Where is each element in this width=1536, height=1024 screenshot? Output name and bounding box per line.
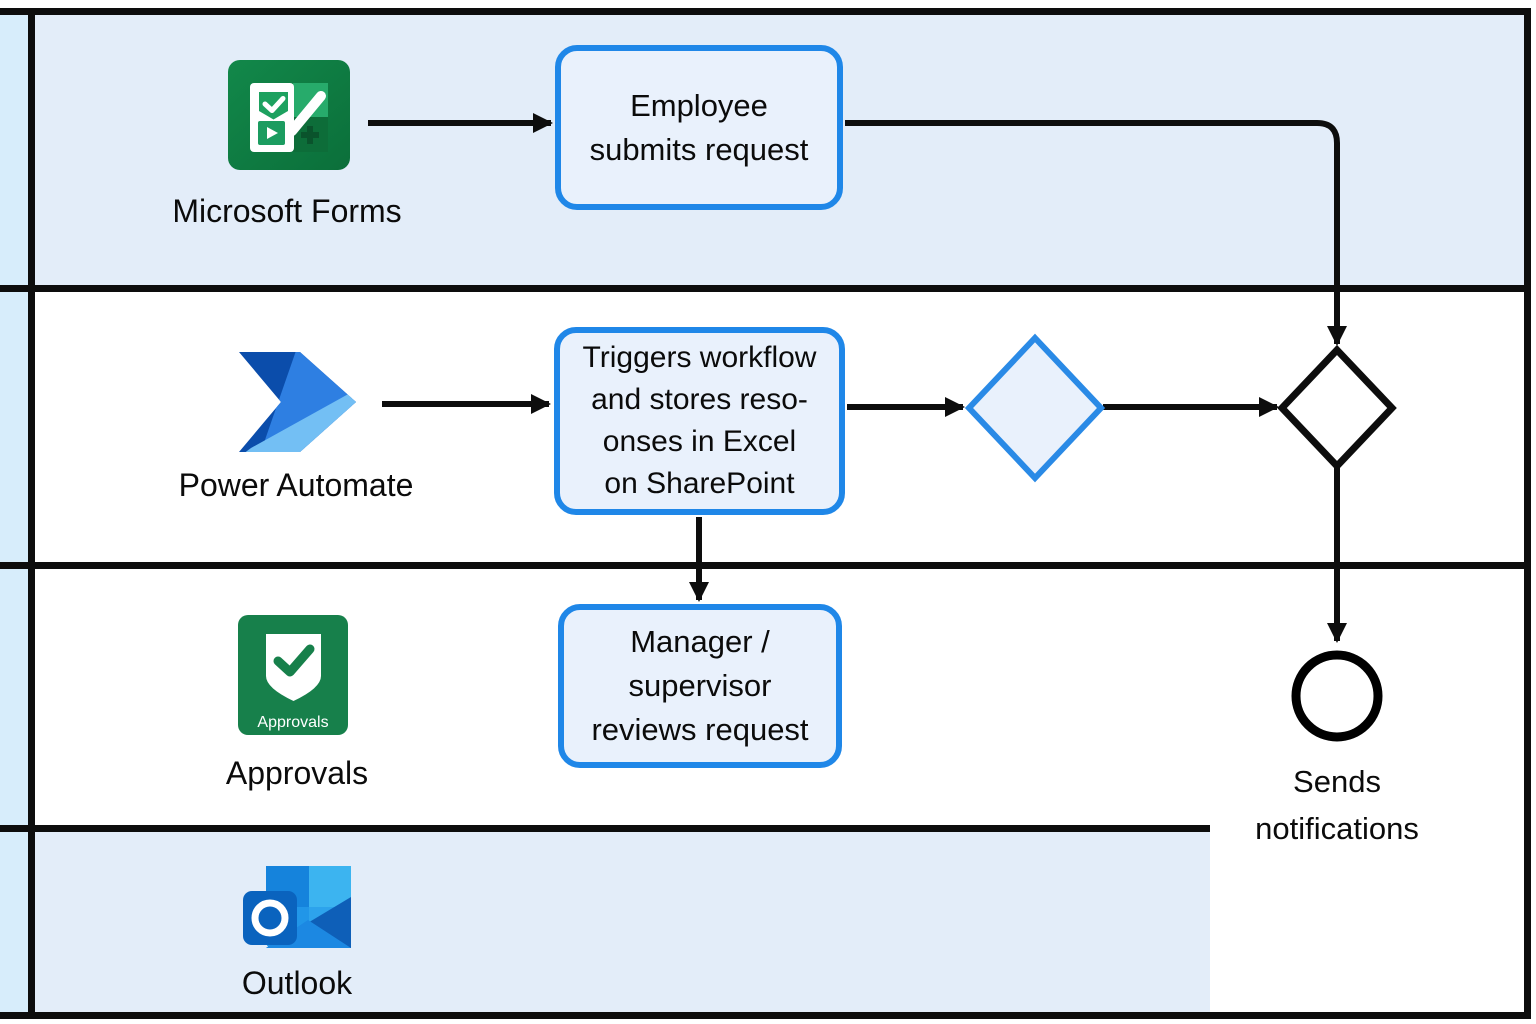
- outlook-icon: [243, 866, 351, 948]
- lane-divider-2: [0, 562, 1531, 569]
- lane-label-outlook: Outlook: [241, 965, 353, 1001]
- lane-label-approvals: Approvals: [225, 755, 369, 791]
- forms-icon-checkmark: [262, 96, 286, 113]
- pool-top-border: [0, 8, 1531, 15]
- lane-outlook: [35, 832, 1210, 1012]
- outlook-icon-o-ring: [251, 899, 289, 937]
- outlook-icon-front-tile: [243, 891, 297, 945]
- forms-icon-pencil-stroke: [287, 91, 326, 136]
- pool-right-border: [1524, 8, 1531, 1019]
- decision-gateway-diamond: [964, 333, 1106, 483]
- arrow-employee-to-merge: [845, 120, 1347, 346]
- pool-header-divider: [28, 8, 35, 1019]
- merge-gateway-diamond: [1277, 344, 1397, 472]
- outlook-icon-quad-tr: [309, 866, 351, 907]
- forms-icon-play-triangle: [267, 127, 278, 139]
- task-triggers-workflow: Triggers workflow and stores reso- onses…: [554, 327, 845, 515]
- task-manager-reviews-request: Manager / supervisor reviews request: [558, 604, 842, 768]
- lane-divider-3: [0, 825, 1210, 832]
- forms-icon-plus-bar: [301, 132, 319, 138]
- connectors: [368, 113, 1347, 643]
- approvals-icon-checkmark: [273, 644, 315, 677]
- power-automate-icon: [239, 352, 356, 452]
- microsoft-forms-icon: [228, 60, 350, 170]
- task-employee-submits-request: Employee submits request: [555, 45, 843, 210]
- lane-label-power-automate: Power Automate: [178, 467, 414, 503]
- end-event-label: Sends notifications: [1255, 764, 1419, 846]
- approvals-icon: Approvals: [238, 615, 348, 735]
- end-event-circle: [1291, 650, 1383, 742]
- lane-label-microsoft-forms: Microsoft Forms: [172, 193, 402, 229]
- pool-header-strip: [0, 15, 28, 1012]
- approvals-icon-badge-text: Approvals: [257, 714, 328, 731]
- pool-bottom-border: [0, 1012, 1531, 1019]
- lane-divider-1: [0, 285, 1531, 292]
